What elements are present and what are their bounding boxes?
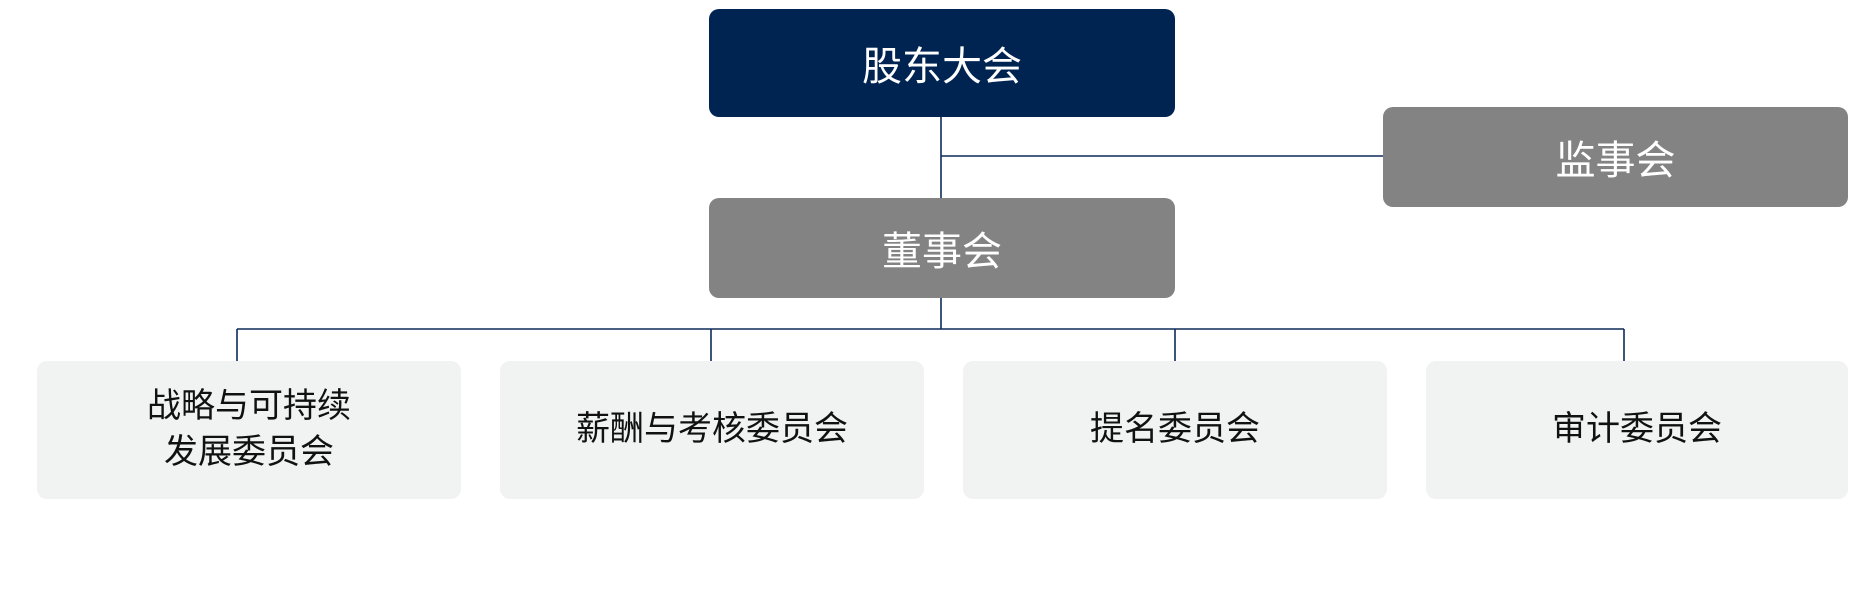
committee-label: 战略与可持续 发展委员会 [147, 384, 351, 476]
committee-strategy-sustainability-box: 战略与可持续 发展委员会 [37, 361, 461, 499]
committee-audit-box: 审计委员会 [1426, 361, 1848, 499]
committee-label-line: 薪酬与考核委员会 [576, 409, 848, 450]
shareholders-meeting-box: 股东大会 [709, 9, 1175, 117]
supervisory-board-label: 监事会 [1555, 138, 1676, 184]
committee-label: 薪酬与考核委员会 [576, 407, 848, 453]
committee-label-line: 战略与可持续 [147, 386, 351, 427]
committee-label: 审计委员会 [1552, 407, 1722, 453]
board-of-directors-box: 董事会 [709, 198, 1175, 298]
committee-nomination-box: 提名委员会 [963, 361, 1387, 499]
committee-remuneration-appraisal-box: 薪酬与考核委员会 [500, 361, 924, 499]
board-of-directors-label: 董事会 [882, 229, 1002, 275]
committee-label-line: 发展委员会 [164, 432, 334, 472]
committee-label: 提名委员会 [1090, 407, 1260, 453]
committee-label-line: 提名委员会 [1090, 409, 1260, 450]
supervisory-board-box: 监事会 [1383, 107, 1848, 207]
committee-label-line: 审计委员会 [1552, 409, 1722, 450]
shareholders-meeting-label: 股东大会 [862, 44, 1022, 90]
